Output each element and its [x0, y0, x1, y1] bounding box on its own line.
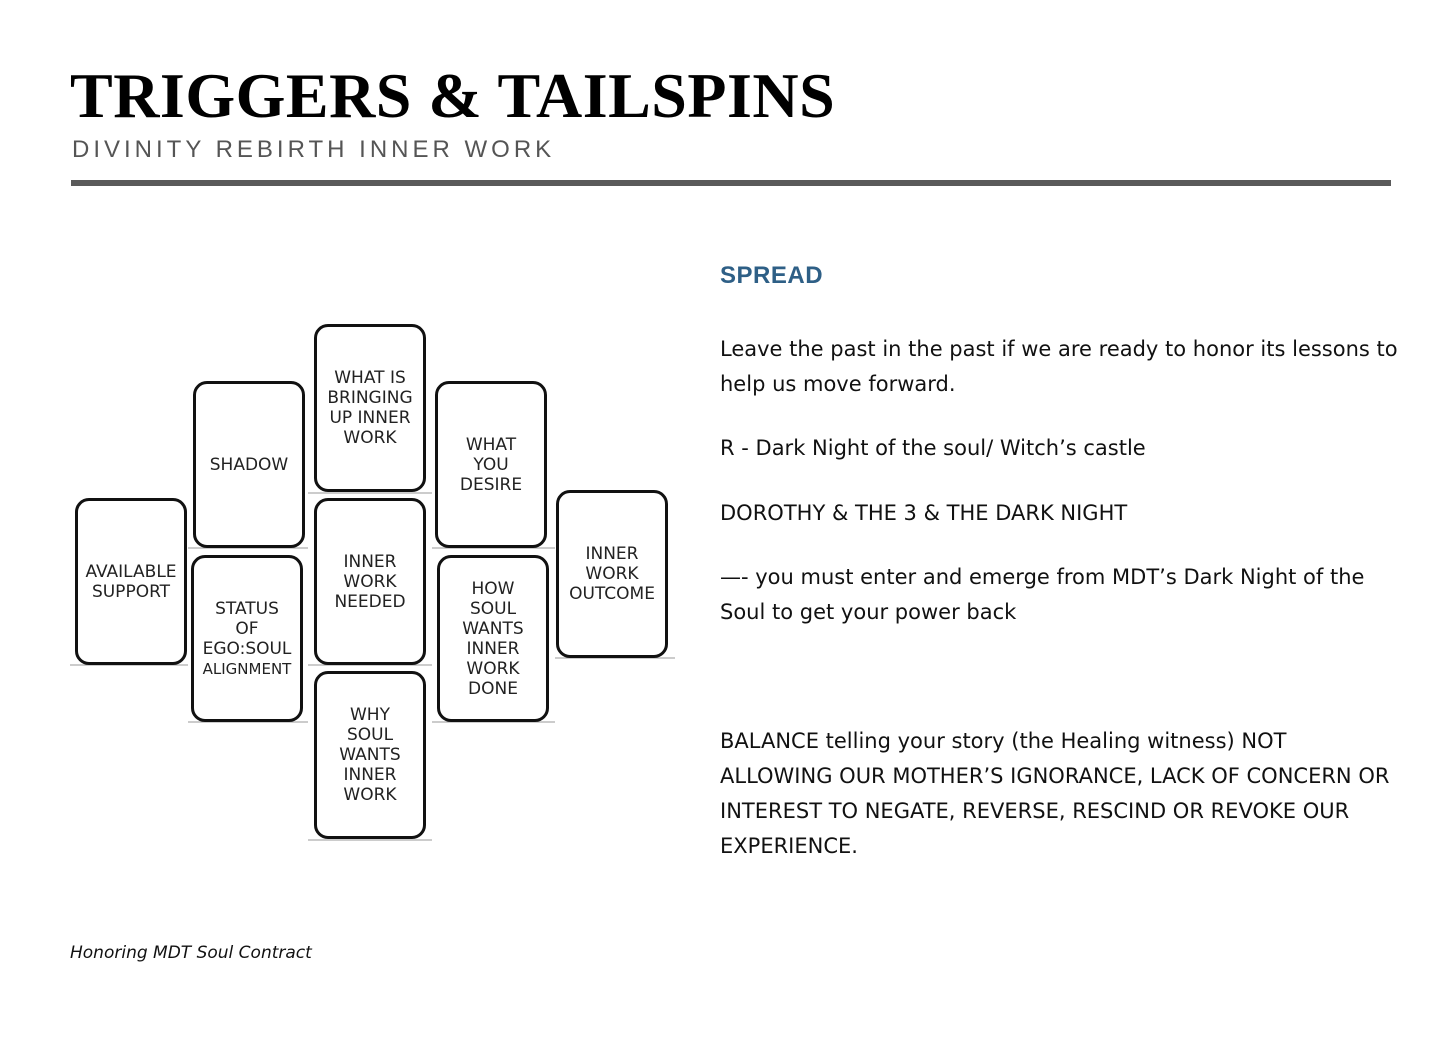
card-inner-work-outcome-label: INNER WORK OUTCOME: [569, 544, 655, 604]
header-divider: [71, 180, 1391, 186]
card-status-line-3: EGO:SOUL: [202, 638, 292, 659]
paragraph-balance: BALANCE telling your story (the Healing …: [720, 729, 1390, 858]
card-shadow: SHADOW: [193, 381, 305, 548]
card-status-ego-soul: STATUS OF EGO:SOUL ALIGNMENT: [191, 555, 303, 722]
page-title: TRIGGERS & TAILSPINS: [70, 60, 836, 131]
card-how-soul-wants: HOW SOUL WANTS INNER WORK DONE: [437, 555, 549, 722]
card-what-you-desire: WHAT YOU DESIRE: [435, 381, 547, 548]
card-baseline-lines: [70, 492, 675, 841]
paragraph-power-back: —- you must enter and emerge from MDT’s …: [720, 565, 1365, 624]
card-how-soul-wants-label: HOW SOUL WANTS INNER WORK DONE: [462, 578, 524, 699]
card-what-is-bringing: WHAT IS BRINGING UP INNER WORK: [314, 324, 426, 492]
card-what-is-bringing-label: WHAT IS BRINGING UP INNER WORK: [327, 368, 413, 448]
card-inner-work-outcome: INNER WORK OUTCOME: [556, 490, 668, 658]
card-available-support: AVAILABLE SUPPORT: [75, 498, 187, 665]
card-inner-work-needed: INNER WORK NEEDED: [314, 498, 426, 665]
card-shadow-label: SHADOW: [209, 454, 289, 475]
tarot-spread-diagram: AVAILABLE SUPPORT SHADOW STATUS OF EGO:S…: [60, 315, 690, 855]
card-why-soul-wants-label: WHY SOUL WANTS INNER WORK: [339, 705, 401, 805]
paragraph-past-lessons: Leave the past in the past if we are rea…: [720, 337, 1398, 396]
card-status-line-2: OF: [235, 618, 259, 639]
card-available-support-label: AVAILABLE SUPPORT: [85, 561, 177, 602]
card-status-line-4: ALIGNMENT: [202, 659, 292, 678]
card-why-soul-wants: WHY SOUL WANTS INNER WORK: [314, 671, 426, 839]
page-subtitle: DIVINITY REBIRTH INNER WORK: [72, 136, 556, 163]
paragraph-dark-night: R - Dark Night of the soul/ Witch’s cast…: [720, 436, 1146, 460]
card-status-line-1: STATUS: [215, 598, 279, 619]
paragraph-dorothy: DOROTHY & THE 3 & THE DARK NIGHT: [720, 501, 1128, 525]
card-inner-work-needed-label: INNER WORK NEEDED: [334, 551, 406, 612]
section-heading: SPREAD: [720, 262, 824, 289]
footer-caption: Honoring MDT Soul Contract: [70, 943, 312, 963]
card-what-you-desire-label: WHAT YOU DESIRE: [459, 434, 523, 495]
